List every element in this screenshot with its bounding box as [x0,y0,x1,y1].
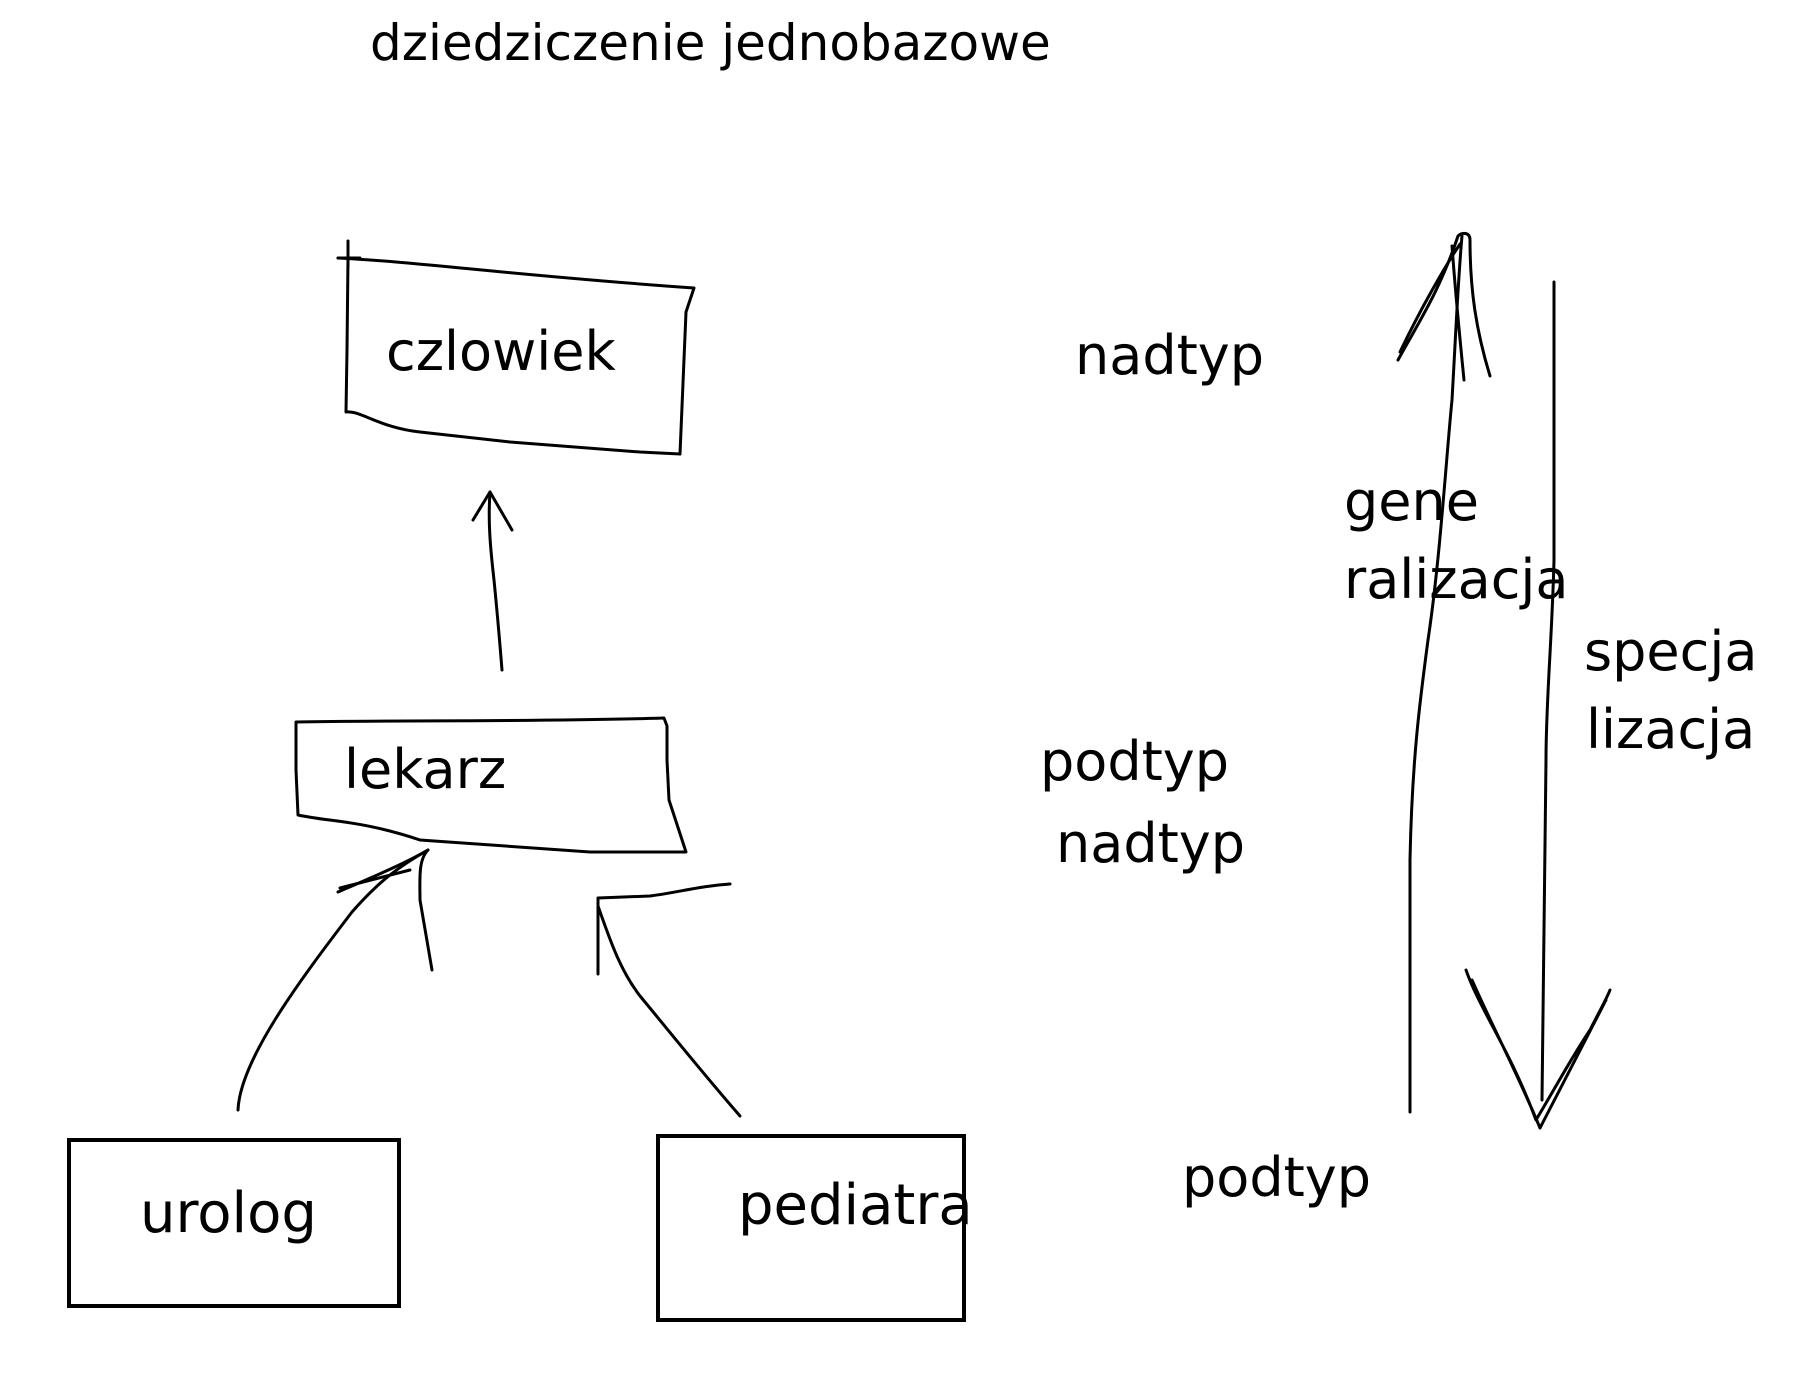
specjalizacja-label-line2: lizacja [1586,698,1755,761]
node-pediatra: pediatra [656,1134,973,1322]
label-nadtyp-mid: nadtyp [1056,812,1245,875]
label-nadtyp-top: nadtyp [1075,324,1264,387]
node-urolog-outline [67,1138,401,1308]
arrow-lekarz-to-czlowiek-shaft [487,490,504,672]
node-urolog-label: urolog [140,1181,317,1246]
arrow-lekarz-to-czlowiek-head [471,490,514,532]
node-pediatra-label: pediatra [738,1173,973,1238]
node-czlowiek-outline [336,256,696,456]
node-pediatra-outline [656,1134,966,1322]
label-podtyp-mid: podtyp [1040,730,1229,793]
arrow-urolog-to-lekarz-shaft [236,848,430,1112]
arrow-urolog-to-lekarz-head [336,848,434,972]
arrow-generalizacja: gene ralizacja [1344,231,1569,1114]
generalizacja-label-line2: ralizacja [1344,548,1569,611]
arrow-specjalizacja: specja lizacja [1464,280,1757,1130]
node-czlowiek-label: czlowiek [386,320,616,383]
specjalizacja-label-line1: specja [1584,620,1757,683]
arrow-specjalizacja-shaft [1540,280,1556,1102]
node-urolog: urolog [67,1138,401,1308]
arrow-lekarz-to-czlowiek [471,490,514,672]
generalizacja-label-line1: gene [1344,470,1479,533]
arrow-pediatra-to-lekarz-shaft [596,904,742,1118]
arrow-pediatra-to-lekarz [596,882,742,1118]
node-lekarz: lekarz [294,716,688,854]
arrow-specjalizacja-head [1464,968,1612,1130]
arrow-generalizacja-shaft [1408,234,1464,1114]
node-czlowiek: czlowiek [336,239,696,456]
node-lekarz-outline [294,716,688,854]
node-lekarz-label: lekarz [344,738,506,801]
node-czlowiek-corner-mark [336,239,362,268]
arrow-generalizacja-head [1396,231,1492,382]
arrow-pediatra-to-lekarz-head [596,882,732,976]
label-podtyp-bottom: podtyp [1182,1146,1371,1209]
diagram-title: dziedziczenie jednobazowe [370,14,1051,72]
arrow-urolog-to-lekarz [236,848,434,1112]
